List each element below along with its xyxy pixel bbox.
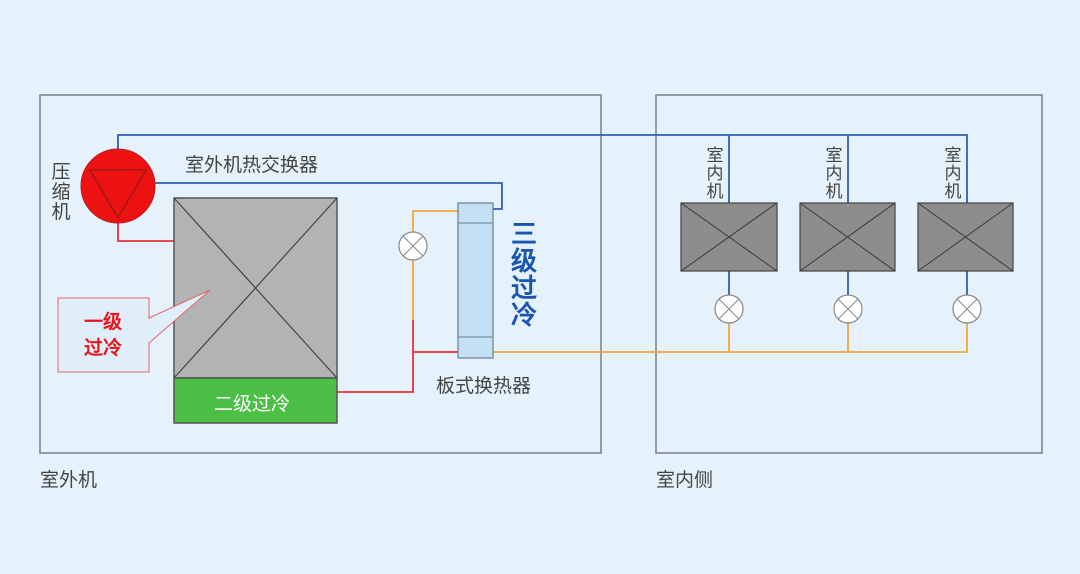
blue-pipe-to-plate-hx: [155, 182, 503, 210]
indoor-unit-coil: [799, 202, 896, 272]
orange-pipe-bypass: [412, 210, 458, 320]
outdoor-hx-label: 室外机热交换器: [185, 154, 319, 176]
expansion-valve-icon: [714, 294, 744, 324]
indoor-unit-label: 室内机: [825, 146, 843, 202]
red-pipe-compressor-coil: [117, 222, 174, 242]
indoor-unit-coil: [680, 202, 778, 272]
plate-heat-exchanger: [457, 202, 494, 359]
indoor-unit-coil: [917, 202, 1014, 272]
compressor-label: 压缩机: [51, 161, 71, 223]
outdoor-unit-label: 室外机: [40, 469, 98, 491]
subcool-1-callout: [57, 289, 211, 373]
indoor-unit-label: 室内机: [706, 146, 724, 202]
indoor-unit-label: 室内机: [944, 146, 962, 202]
compressor-icon: [80, 148, 156, 224]
outdoor-unit-box: [39, 94, 602, 454]
red-pipe-coil-to-hx: [337, 320, 414, 393]
expansion-valve-icon: [833, 294, 863, 324]
expansion-valve-icon: [952, 294, 982, 324]
subcool-2-section: [173, 377, 338, 424]
expansion-valve-icon: [398, 231, 428, 261]
outdoor-heat-exchanger-coil: [173, 197, 338, 424]
indoor-side-label: 室内侧: [656, 469, 714, 491]
blue-gas-pipe-main: [117, 134, 968, 203]
indoor-side-box: [655, 94, 1043, 454]
orange-liquid-pipe: [493, 323, 968, 353]
subcool-3-label: 三级过冷: [511, 220, 538, 331]
plate-hx-label: 板式换热器: [436, 375, 532, 397]
subcool-1-label: 一级过冷: [83, 311, 122, 359]
subcool-2-label: 二级过冷: [214, 393, 291, 415]
